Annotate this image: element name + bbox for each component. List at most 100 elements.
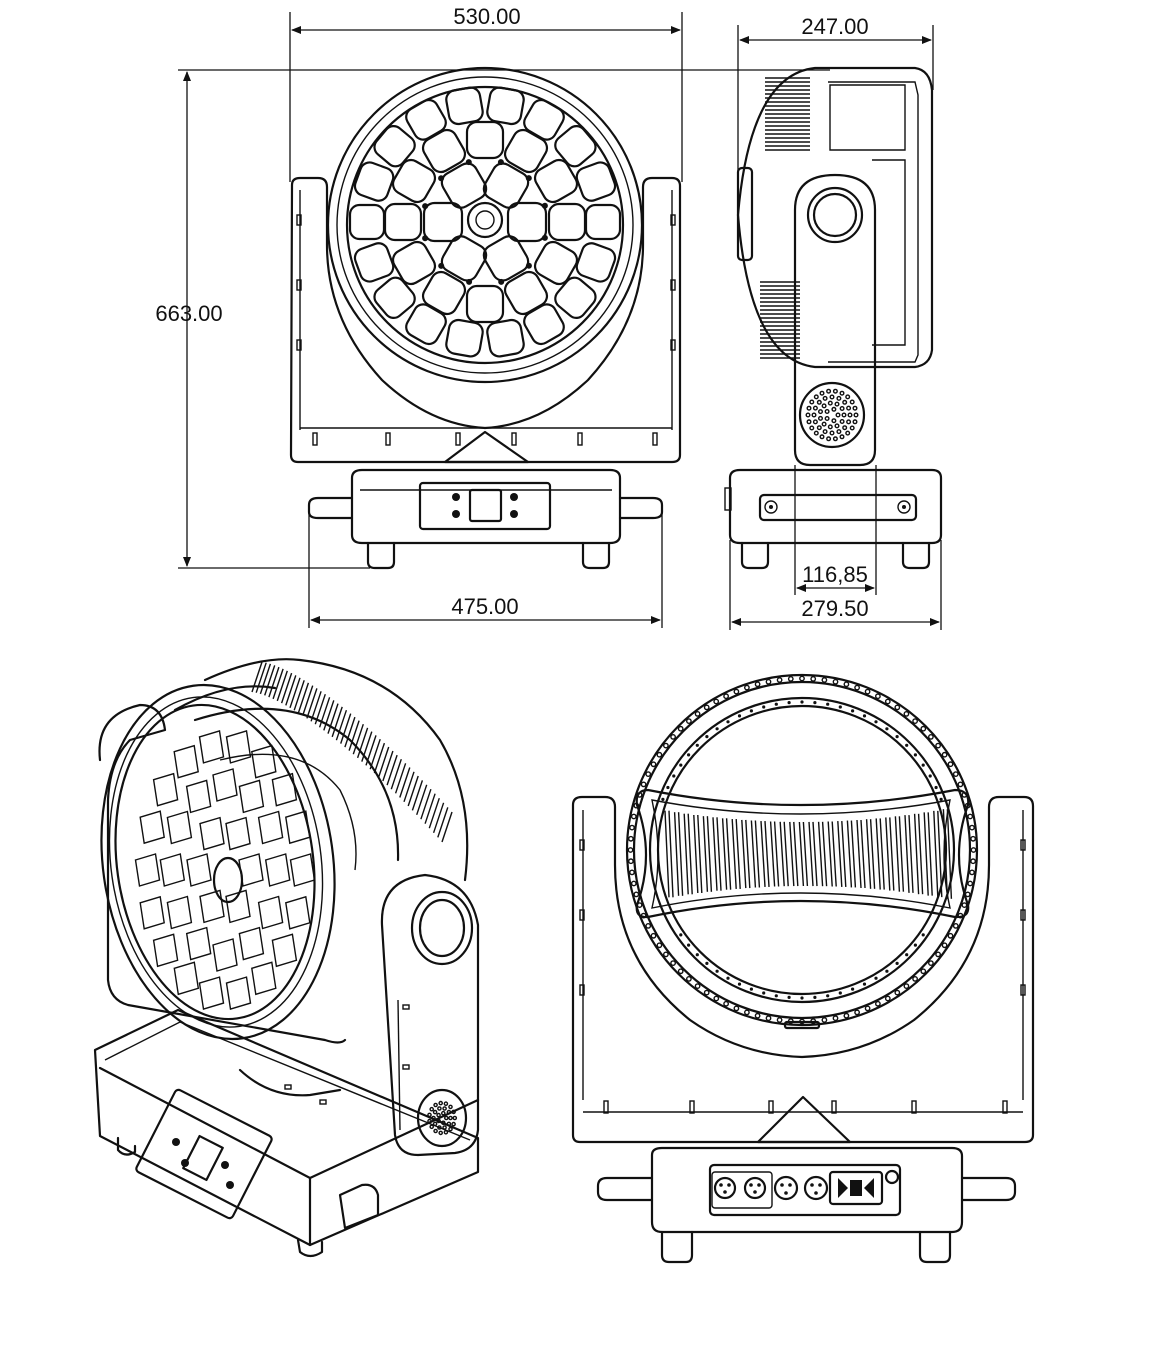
dim-height: 663.00 [155, 301, 222, 326]
dmx-out-connector [743, 1176, 767, 1200]
iso-lens-cell [199, 816, 225, 851]
led-lens-cell [405, 303, 447, 346]
connector-pins [719, 1183, 822, 1195]
dim-base-depth: 279.50 [801, 596, 868, 621]
iso-fan [416, 1088, 468, 1148]
iso-lens-cell [198, 976, 225, 1011]
led-lens-cell [353, 242, 395, 283]
dim-base-width: 475.00 [451, 594, 518, 619]
iso-lens-cell [185, 779, 212, 814]
led-lens-cell [373, 124, 416, 168]
iso-yoke-slots [284, 1004, 410, 1105]
iso-lens-cell [166, 895, 193, 930]
front-led-lenses [348, 86, 622, 358]
iso-lens-cell [251, 744, 277, 779]
dimension-lines [178, 12, 942, 630]
led-lens-cell [445, 318, 484, 358]
led-lens-cell [486, 318, 525, 358]
led-lens-cell [440, 235, 488, 282]
iso-lens-cell [225, 729, 252, 764]
iso-led-lenses [134, 729, 316, 1011]
yoke-slots [296, 214, 676, 446]
led-lens-cell [465, 284, 505, 324]
rear-handle-grille [664, 809, 953, 899]
iso-lens-cell [289, 853, 316, 887]
iso-lens-cell [152, 772, 179, 807]
led-lens-cell [373, 276, 416, 320]
iso-lens-cell [225, 816, 251, 851]
iso-lens-cell [152, 933, 179, 968]
iso-lens-cell [159, 853, 186, 887]
led-lens-cell [533, 158, 579, 204]
power-in-connector [828, 1170, 884, 1206]
iso-lens-cell [271, 933, 298, 968]
led-lens-cell [353, 161, 395, 202]
led-lens-cell [523, 98, 565, 141]
led-lens-cell [533, 240, 579, 286]
iso-lens-cell [198, 729, 225, 764]
front-view [289, 66, 682, 570]
led-lens-cell [547, 202, 587, 242]
iso-lens-cell [166, 810, 193, 845]
dim-front-width: 530.00 [453, 4, 520, 29]
iso-lens-cell [251, 961, 277, 996]
iso-lens-cell [238, 779, 265, 814]
dim-yoke-width: 116,85 [802, 562, 868, 587]
ethernet-connector [773, 1175, 799, 1201]
connector-panel [708, 1163, 902, 1217]
iso-lens-cell [257, 895, 284, 930]
iso-lens-cell [186, 853, 212, 887]
iso-lens-cell [264, 853, 291, 887]
led-lens-cell [391, 240, 437, 286]
led-lens-cell [405, 98, 447, 141]
led-lens-cell [575, 161, 617, 202]
led-lens-cell [506, 201, 548, 243]
iso-lens-cell [225, 976, 252, 1011]
iso-lens-cell [185, 926, 212, 961]
rear-view [571, 673, 1035, 1264]
rear-yoke-slots [579, 839, 1026, 1114]
iso-lens-cell [139, 810, 165, 845]
led-lens-cell [554, 124, 597, 168]
fuse-holder [884, 1169, 900, 1185]
side-heatsink-fins [765, 77, 810, 151]
iso-lens-cell [285, 895, 311, 930]
center-lens [466, 201, 504, 239]
iso-lens-cell [271, 772, 298, 807]
led-lens-cell [465, 120, 505, 160]
display-screen [468, 488, 503, 523]
ethernet-connector-2 [803, 1175, 829, 1201]
iso-lens-cell [134, 853, 161, 887]
dim-side-depth: 247.00 [801, 14, 868, 39]
iso-lens-cell [173, 961, 200, 996]
led-lens-cell [383, 202, 423, 242]
iso-lens-cell [199, 889, 225, 924]
led-lens-cell [482, 162, 530, 209]
led-lens-cell [348, 203, 386, 241]
side-fan [798, 381, 866, 449]
iso-lens-cell [212, 938, 238, 972]
led-lens-cell [584, 203, 622, 241]
iso-lens-cell [238, 926, 265, 961]
iso-lens-cell [257, 810, 284, 845]
side-heatsink-fins-lower [760, 281, 800, 359]
led-lens-cell [554, 276, 597, 320]
led-lens-cell [523, 303, 565, 346]
iso-lens-cell [139, 895, 165, 930]
led-lens-cell [440, 162, 488, 209]
led-lens-cell [445, 86, 484, 126]
rear-vent-dots [627, 675, 977, 1025]
led-lens-cell [482, 235, 530, 282]
iso-lens-cell [173, 744, 199, 779]
dimension-labels: 530.00 247.00 663.00 475.00 116,85 279.5… [155, 4, 868, 621]
iso-heatsink-fins [251, 661, 453, 843]
iso-lens-cell [212, 768, 238, 802]
dmx-in-connector [713, 1176, 737, 1200]
led-lens-cell [486, 86, 525, 126]
led-lens-cell [391, 158, 437, 204]
led-lens-cell [422, 201, 464, 243]
led-lens-cell [575, 242, 617, 283]
isometric-view [93, 658, 480, 1258]
